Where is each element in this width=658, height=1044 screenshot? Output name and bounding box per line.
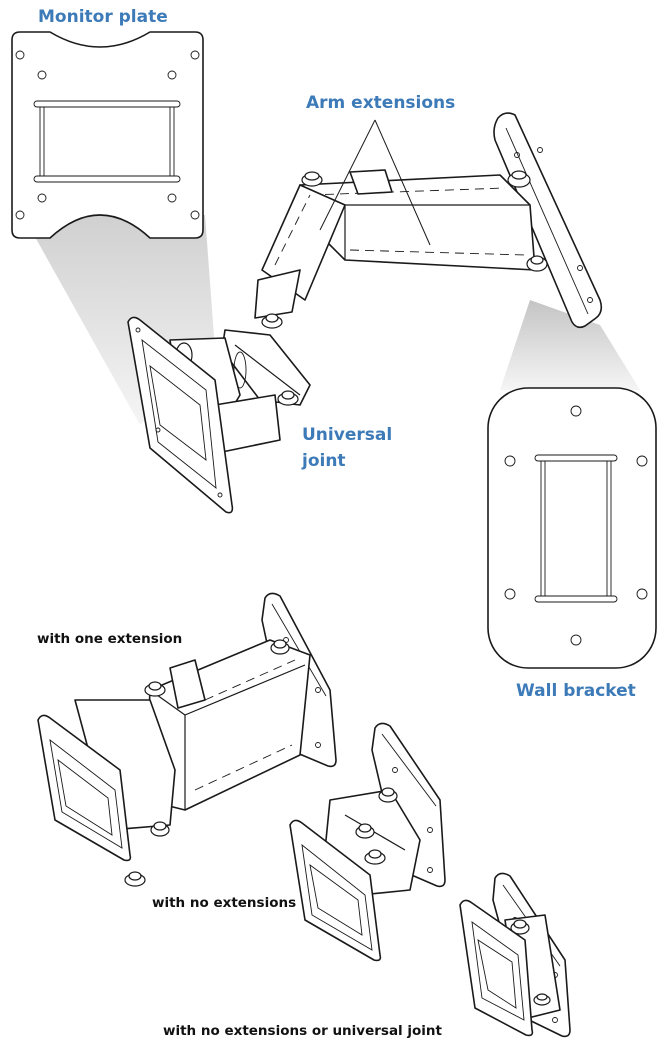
universal-joint-label-line1: Universal xyxy=(302,425,393,445)
wall-bracket-label: Wall bracket xyxy=(516,681,636,701)
full-assembly-drawing xyxy=(127,112,603,514)
one-extension-drawing xyxy=(37,592,337,887)
wall-bracket-callout xyxy=(500,300,640,390)
monitor-plate-label: Monitor plate xyxy=(38,7,168,27)
no-extensions-no-joint-drawing xyxy=(459,872,571,1038)
monitor-plate-detail xyxy=(11,31,204,239)
with-one-extension-label: with one extension xyxy=(37,631,183,647)
wall-bracket-detail xyxy=(487,387,657,669)
arm-extensions-label: Arm extensions xyxy=(306,93,456,113)
universal-joint-label-line2: joint xyxy=(302,451,346,471)
with-no-extensions-label: with no extensions xyxy=(152,895,297,911)
no-extensions-drawing xyxy=(289,722,446,962)
with-no-extensions-or-universal-joint-label: with no extensions or universal joint xyxy=(163,1023,442,1039)
